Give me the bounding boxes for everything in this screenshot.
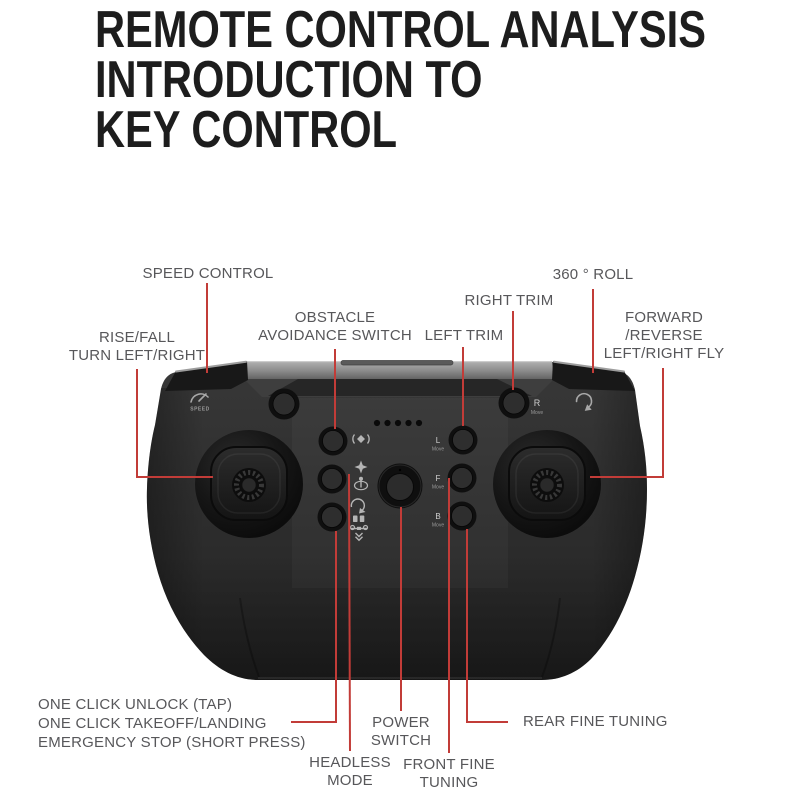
led-dot [384,419,391,427]
l-move-sub: Move [432,447,444,453]
landing-icon [349,524,369,542]
callout-left-trim: LEFT TRIM [425,327,504,345]
callout-power-line1: POWER [372,714,430,731]
top-handle-bar [244,361,554,379]
callout-lines [136,283,664,753]
callout-headless-mode: HEADLESS MODE [309,754,391,790]
led-indicator-dots [373,419,423,427]
left-trim-button [448,425,478,455]
antenna-notch [340,360,454,366]
page-title-line-1: REMOTE CONTROL ANALYSIS [95,1,706,59]
callout-rear-fine-text: REAR FINE TUNING [523,713,668,730]
led-dot [405,419,412,427]
body-shading [146,388,647,680]
callout-power-switch: POWER SWITCH [371,714,431,750]
callout-headless-line1: HEADLESS [309,754,391,771]
led-dot [415,419,423,427]
roll-360-icon [575,392,593,411]
callout-right-trim: RIGHT TRIM [465,292,554,310]
callout-line-rise-fall [136,369,213,478]
led-dot [394,419,402,427]
callout-front-fine-line1: FRONT FINE [403,756,495,773]
f-move-sub: Move [432,485,444,491]
callout-obstacle-line1: OBSTACLE [294,309,376,326]
right-joystick [493,430,601,538]
callout-line-forward-reverse [590,368,664,478]
callout-front-fine-line2: TUNING [419,774,479,791]
callout-obstacle: OBSTACLE AVOIDANCE SWITCH [258,309,412,345]
photo-video-icon [353,515,365,522]
front-fine-tuning-button [447,463,477,493]
callout-rise-fall-line1: RISE/FALL [98,329,175,346]
speed-icon-label: SPEED [190,407,209,413]
callout-one-click-line3: EMERGENCY STOP (SHORT PRESS) [38,734,306,751]
callout-line-one-click [291,531,337,723]
callout-power-line2: SWITCH [370,732,432,749]
left-grip-shade [146,388,204,680]
callout-forward-reverse: FORWARD /REVERSE LEFT/RIGHT FLY [604,309,725,363]
callout-line-headless [348,473,351,752]
callout-speed-control-text: SPEED CONTROL [142,265,274,282]
right-shoulder-bumper [552,360,635,391]
page-title-line-2: INTRODUCTION TO [95,51,483,109]
obstacle-sensor-icon [352,434,370,444]
left-grip-seam [239,597,260,678]
callout-forward-line1: FORWARD [624,309,704,326]
callout-rear-fine-tuning: REAR FINE TUNING [523,712,668,731]
callout-right-trim-text: RIGHT TRIM [464,292,554,309]
right-grip-shade [592,388,647,680]
top-center-recess [268,379,532,396]
b-move-sub: Move [432,523,444,529]
callout-roll-360: 360 ° ROLL [553,266,634,284]
callout-one-click-line1: ONE CLICK UNLOCK (TAP) [38,696,233,713]
b-move-letter: B [435,512,440,521]
bottom-shade [147,555,647,680]
callout-forward-line3: LEFT/RIGHT FLY [603,345,725,362]
obstacle-avoidance-button [318,426,348,456]
callout-headless-line2: MODE [327,772,373,789]
left-shoulder-bumper [165,360,248,391]
led-dot [373,419,381,427]
right-trim-button [498,387,530,419]
flip-icon [350,498,366,514]
speed-control-button [268,388,300,420]
rear-fine-tuning-button [447,501,477,531]
right-trim-letter: R [534,398,541,408]
one-click-takeoff-button [317,502,347,532]
callout-left-trim-text: LEFT TRIM [424,327,504,344]
speedometer-icon: SPEED [190,393,209,413]
l-move-letter: L [436,436,441,445]
callout-forward-line2: /REVERSE [625,327,703,344]
callout-line-rear-fine [466,529,508,723]
right-trim-sub: Move [531,410,543,416]
page-title-line-3: KEY CONTROL [95,101,398,159]
headless-gyro-icon [353,476,369,491]
f-move-letter: F [436,474,441,483]
callout-roll-360-text: 360 ° ROLL [552,266,634,283]
left-joystick [195,430,303,538]
callout-one-click-line2: ONE CLICK TAKEOFF/LANDING [38,715,267,732]
callout-rise-fall-line2: TURN LEFT/RIGHT [68,347,206,364]
callout-speed-control: SPEED CONTROL [143,265,274,283]
power-switch-button [377,463,423,509]
callout-obstacle-line2: AVOIDANCE SWITCH [258,327,412,344]
headless-mode-button [317,464,347,494]
right-grip-seam [541,597,561,678]
callout-rise-fall: RISE/FALL TURN LEFT/RIGHT [69,329,205,365]
callout-one-click: ONE CLICK UNLOCK (TAP) ONE CLICK TAKEOFF… [38,695,306,752]
light-icon [354,460,368,474]
callout-front-fine-tuning: FRONT FINE TUNING [403,756,495,792]
